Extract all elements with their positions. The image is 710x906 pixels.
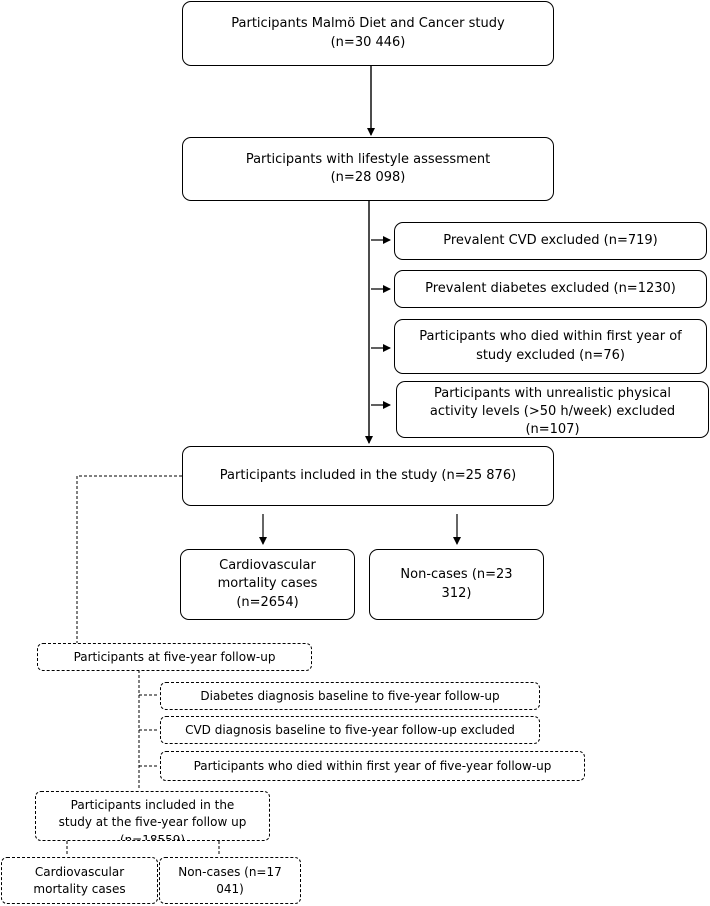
five-year-line1: Participants at five-year follow-up xyxy=(73,649,276,664)
fy-died-line1: Participants who died within first year … xyxy=(193,758,552,773)
fy-died-box: Participants who died within first year … xyxy=(160,751,585,781)
died-excluded-box: Participants who died within first year … xyxy=(394,319,707,374)
cv-mortality-cases-box: Cardiovascular mortality cases (n=2654) xyxy=(180,549,355,620)
fy-cvd-line1: CVD diagnosis baseline to five-year foll… xyxy=(185,722,515,737)
cvd-excluded-line1: Prevalent CVD excluded (n=719) xyxy=(443,232,658,248)
non-cases-line1: Non-cases (n=23 xyxy=(400,567,513,583)
diabetes-excluded-line1: Prevalent diabetes excluded (n=1230) xyxy=(425,280,676,296)
cvd-excluded-box: Prevalent CVD excluded (n=719) xyxy=(394,222,707,260)
activity-excluded-line1: Participants with unrealistic physical xyxy=(433,386,671,401)
fy-non-cases-box: Non-cases (n=17 041) xyxy=(159,857,301,904)
fy-included-line1: Participants included in the xyxy=(70,798,235,812)
mdcs-line1: Participants Malmö Diet and Cancer study xyxy=(231,16,505,32)
non-cases-line2: 312) xyxy=(441,585,472,601)
fy-diabetes-line1: Diabetes diagnosis baseline to five-year… xyxy=(200,688,500,703)
fy-included-line3: (n=18559) xyxy=(119,832,186,841)
cv-cases-line2: mortality cases xyxy=(217,576,318,592)
fy-cvd-box: CVD diagnosis baseline to five-year foll… xyxy=(160,716,540,744)
fy-cv-cases-line2: mortality cases xyxy=(33,881,126,896)
fy-non-cases-line1: Non-cases (n=17 xyxy=(178,864,282,879)
non-cases-box: Non-cases (n=23 312) xyxy=(369,549,544,620)
fy-included-line2: study at the five-year follow up xyxy=(58,815,247,830)
five-year-follow-up-box: Participants at five-year follow-up xyxy=(37,643,312,671)
activity-excluded-line2: activity levels (>50 h/week) excluded xyxy=(429,404,676,420)
mdcs-line2: (n=30 446) xyxy=(330,34,406,50)
mdcs-participants-box: Participants Malmö Diet and Cancer study… xyxy=(182,1,554,66)
activity-excluded-line3: (n=107) xyxy=(525,422,580,438)
lifestyle-participants-box: Participants with lifestyle assessment (… xyxy=(182,137,554,201)
died-excluded-line1: Participants who died within first year … xyxy=(419,329,682,345)
included-participants-box: Participants included in the study (n=25… xyxy=(182,446,554,506)
fy-diabetes-box: Diabetes diagnosis baseline to five-year… xyxy=(160,682,540,710)
cv-cases-line1: Cardiovascular xyxy=(219,558,316,574)
diabetes-excluded-box: Prevalent diabetes excluded (n=1230) xyxy=(394,270,707,308)
cv-cases-line3: (n=2654) xyxy=(236,594,299,610)
fy-cv-cases-line1: Cardiovascular xyxy=(34,864,125,879)
included-line1: Participants included in the study (n=25… xyxy=(219,467,517,483)
fy-non-cases-line2: 041) xyxy=(216,881,244,896)
fy-cv-mortality-cases-box: Cardiovascular mortality cases xyxy=(1,857,158,904)
lifestyle-line1: Participants with lifestyle assessment xyxy=(245,151,491,167)
activity-excluded-box: Participants with unrealistic physical a… xyxy=(396,381,709,438)
fy-included-box: Participants included in the study at th… xyxy=(35,791,270,841)
lifestyle-line2: (n=28 098) xyxy=(330,170,406,185)
dashed-link-to-five-year xyxy=(76,475,182,643)
died-excluded-line2: study excluded (n=76) xyxy=(476,347,625,363)
